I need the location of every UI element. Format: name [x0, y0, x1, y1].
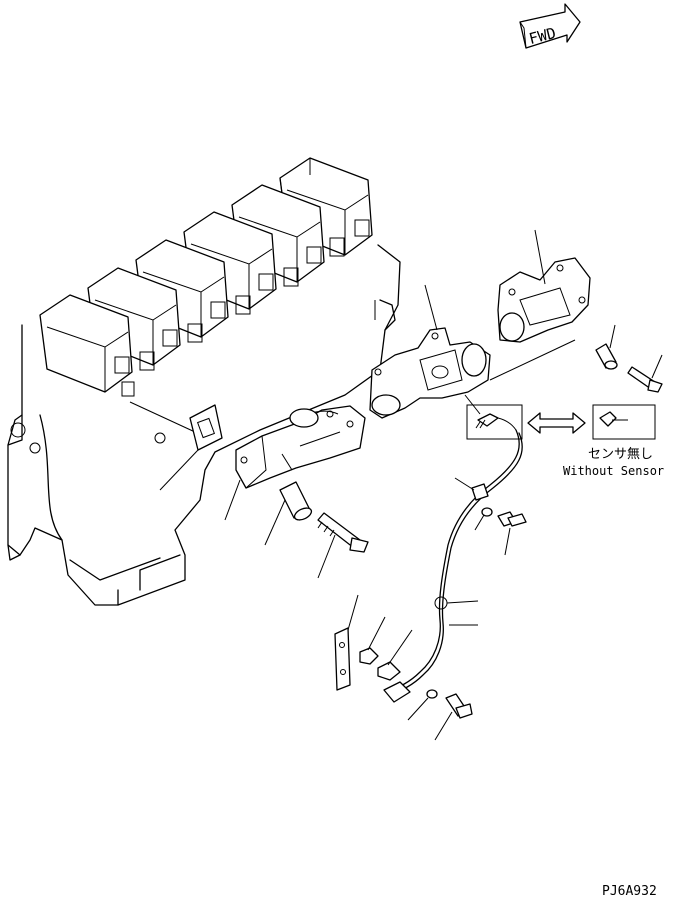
spacer-sleeve-rear [595, 324, 618, 370]
washer-clip [474, 507, 493, 531]
washer-lower [407, 689, 438, 721]
cylinder-head-1 [39, 294, 155, 397]
sensor-wire [389, 429, 523, 694]
clamp [377, 629, 413, 681]
exhaust-manifold-rear [489, 229, 591, 381]
bolt-lower [434, 693, 473, 741]
plug-box [592, 404, 656, 440]
bracket-plate [334, 594, 359, 691]
gasket [159, 404, 223, 491]
spacer-sleeve-front [264, 481, 313, 546]
drawing-code: PJ6A932 [602, 884, 657, 899]
bolt-rear [627, 354, 663, 393]
leader-line [129, 401, 196, 433]
nut [359, 616, 386, 665]
sensor-label-en: Without Sensor [563, 464, 664, 478]
double-arrow-icon [527, 412, 586, 434]
sensor-label-jp: センサ無し [588, 447, 653, 462]
exhaust-manifold-middle [369, 284, 491, 419]
connector-block [383, 681, 411, 703]
engine-block [7, 157, 401, 606]
exhaust-manifold-front [224, 405, 366, 521]
sensor-box [464, 394, 523, 440]
bolt-clip [497, 511, 527, 556]
forward-arrow-icon: FWD [519, 3, 581, 49]
bolt-front [317, 512, 369, 579]
